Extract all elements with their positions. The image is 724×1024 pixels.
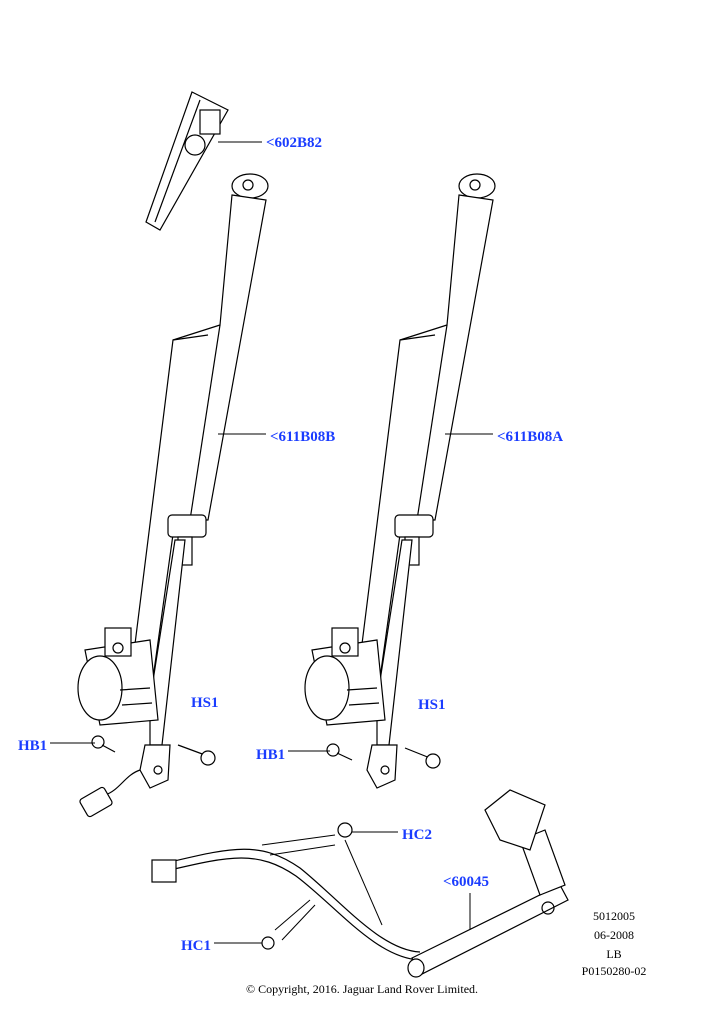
callout-hc1[interactable]: HC1 (181, 938, 211, 954)
seat-belt-left (77, 173, 269, 789)
callout-611b08a[interactable]: <611B08A (497, 429, 564, 445)
copyright: © Copyright, 2016. Jaguar Land Rover Lim… (245, 982, 479, 996)
bolt-hb1-left (91, 735, 116, 753)
buckle-assembly (151, 789, 569, 978)
callout-602b82[interactable]: <602B82 (266, 135, 323, 151)
callout-611b08b[interactable]: <611B08B (270, 429, 336, 445)
wiring-connector-left (79, 769, 141, 818)
leader-lines (50, 141, 493, 944)
reference-date: 06-2008 (594, 928, 634, 942)
callout-hc2[interactable]: HC2 (402, 827, 432, 843)
belt-guide-rail (145, 91, 229, 231)
bolt-hb1-right (326, 743, 353, 761)
callout-hb1-left[interactable]: HB1 (18, 738, 48, 754)
callout-hs1-left[interactable]: HS1 (191, 695, 219, 711)
reference-code: LB (606, 947, 622, 961)
reference-number: 5012005 (593, 909, 635, 923)
callout-60045[interactable]: <60045 (443, 874, 490, 890)
illustration-id: P0150280-02 (581, 964, 647, 978)
seat-belt-right (304, 173, 496, 789)
callout-hb1-right[interactable]: HB1 (256, 747, 286, 763)
bolt-hs1-left (177, 744, 216, 766)
bolt-hs1-right (404, 747, 441, 769)
callout-hs1-right[interactable]: HS1 (418, 697, 446, 713)
